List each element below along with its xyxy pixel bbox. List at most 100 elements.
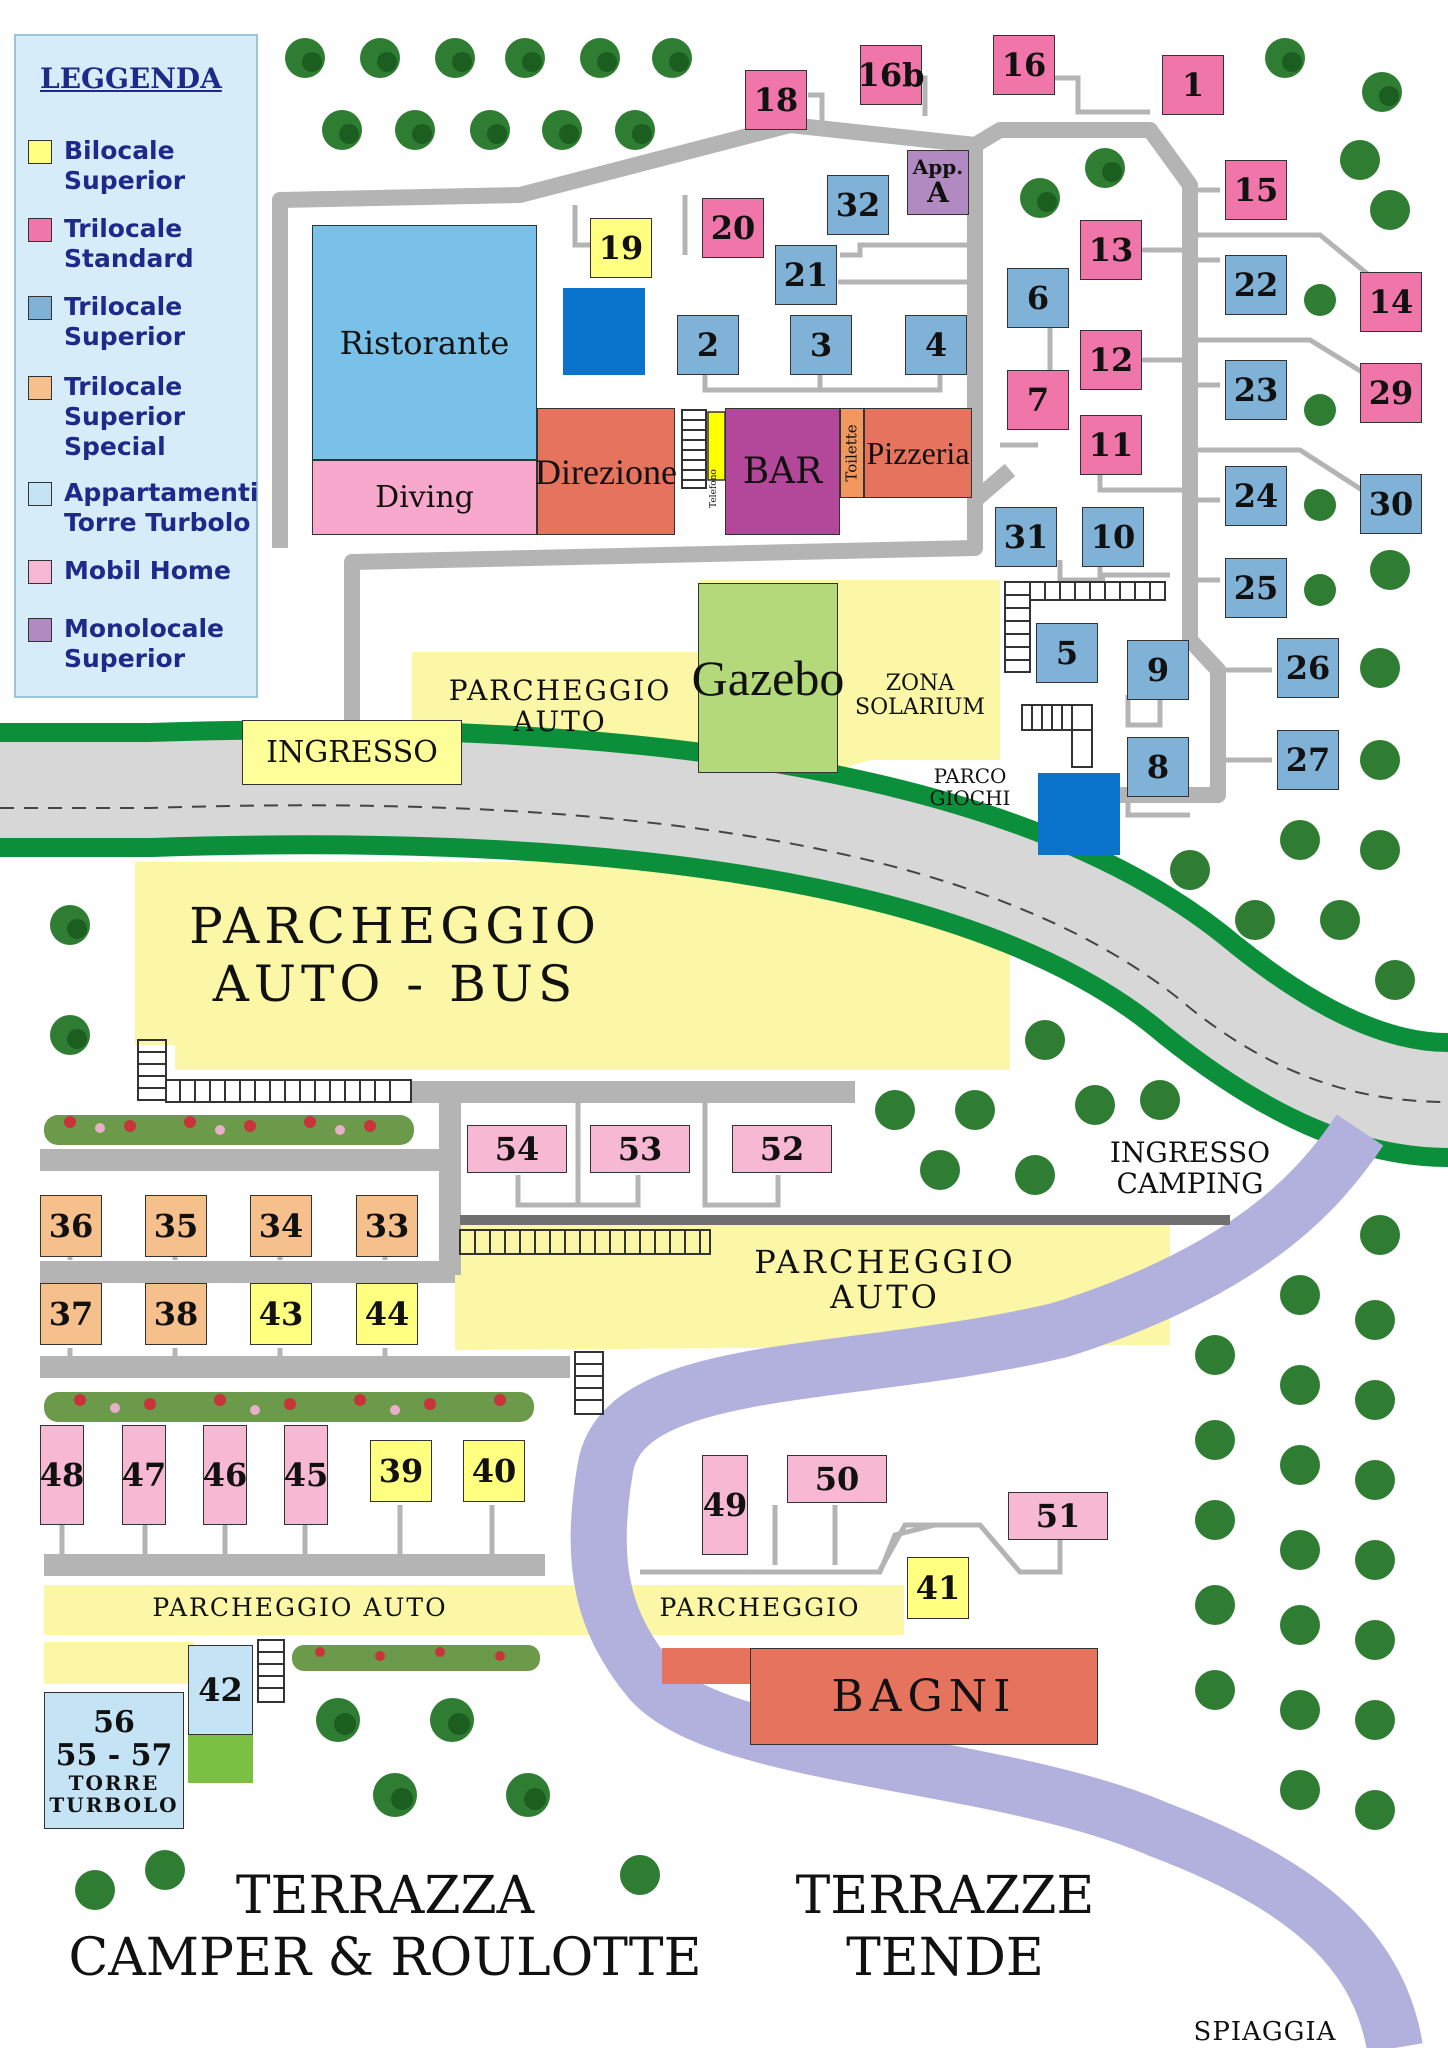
green-patch xyxy=(188,1735,253,1783)
unit-35[interactable]: 35 xyxy=(145,1195,207,1257)
unit-43[interactable]: 43 xyxy=(250,1283,312,1345)
legend-item-trilocale-superior: Trilocale Superior xyxy=(28,292,254,352)
app-a-unit[interactable]: App.A xyxy=(907,150,969,215)
bar-building[interactable]: BAR xyxy=(725,408,840,535)
direzione-building[interactable]: Direzione xyxy=(535,408,677,535)
unit-37-label: 37 xyxy=(48,1295,94,1333)
unit-26-label: 26 xyxy=(1285,649,1331,687)
legend-label: Monolocale Superior xyxy=(64,614,224,673)
unit-11-label: 11 xyxy=(1088,426,1134,464)
unit-34[interactable]: 34 xyxy=(250,1195,312,1257)
unit-34-label: 34 xyxy=(258,1207,304,1245)
unit-14[interactable]: 14 xyxy=(1360,272,1422,332)
unit-23[interactable]: 23 xyxy=(1225,360,1287,420)
unit-36[interactable]: 36 xyxy=(40,1195,102,1257)
trees xyxy=(50,38,1415,1910)
unit-9[interactable]: 9 xyxy=(1127,640,1189,700)
unit-6-label: 6 xyxy=(1026,279,1050,317)
unit-9-label: 9 xyxy=(1146,651,1170,689)
unit-18[interactable]: 18 xyxy=(745,70,807,130)
unit-25[interactable]: 25 xyxy=(1225,558,1287,618)
unit-6[interactable]: 6 xyxy=(1007,268,1069,328)
ingresso-sign[interactable]: INGRESSO xyxy=(242,720,462,785)
unit-29[interactable]: 29 xyxy=(1360,363,1422,423)
unit-42[interactable]: 42 xyxy=(188,1645,253,1735)
unit-24[interactable]: 24 xyxy=(1225,466,1287,526)
unit-51[interactable]: 51 xyxy=(1008,1492,1108,1540)
ingresso-camping-line1: INGRESSO xyxy=(1109,1136,1271,1169)
unit-19[interactable]: 19 xyxy=(590,218,652,278)
pizzeria-building[interactable]: Pizzeria xyxy=(864,408,972,498)
unit-12[interactable]: 12 xyxy=(1080,330,1142,390)
diving-building[interactable]: Diving xyxy=(312,460,537,535)
unit-16b[interactable]: 16b xyxy=(858,45,924,105)
legend-item-monolocale-superior: Monolocale Superior xyxy=(28,614,254,674)
unit-2[interactable]: 2 xyxy=(677,315,739,375)
unit-50[interactable]: 50 xyxy=(787,1455,887,1503)
terrazza-line1: TERRAZZA xyxy=(235,1866,535,1926)
unit-24-label: 24 xyxy=(1233,477,1279,515)
unit-53[interactable]: 53 xyxy=(590,1125,690,1173)
unit-51-label: 51 xyxy=(1035,1497,1081,1535)
unit-38[interactable]: 38 xyxy=(145,1283,207,1345)
parcheggio-auto-top-line1: PARCHEGGIO xyxy=(448,674,672,707)
unit-3[interactable]: 3 xyxy=(790,315,852,375)
unit-10[interactable]: 10 xyxy=(1082,507,1144,567)
ingresso-camping-line2: CAMPING xyxy=(1116,1166,1264,1200)
unit-32[interactable]: 32 xyxy=(827,175,889,235)
unit-48[interactable]: 48 xyxy=(40,1425,84,1525)
torre-name1: TORRE xyxy=(68,1770,160,1795)
unit-27[interactable]: 27 xyxy=(1277,730,1339,790)
unit-8[interactable]: 8 xyxy=(1127,737,1189,797)
unit-49[interactable]: 49 xyxy=(702,1455,748,1555)
unit-4[interactable]: 4 xyxy=(905,315,967,375)
ristorante-building[interactable]: Ristorante xyxy=(312,225,537,460)
unit-8-label: 8 xyxy=(1146,748,1170,786)
unit-54-label: 54 xyxy=(494,1130,540,1168)
bar-label: BAR xyxy=(742,451,823,492)
unit-16[interactable]: 16 xyxy=(993,35,1055,95)
unit-7[interactable]: 7 xyxy=(1007,370,1069,430)
gazebo[interactable]: Gazebo xyxy=(692,583,844,773)
toilette-building[interactable]: Toilette xyxy=(840,408,864,498)
unit-12-label: 12 xyxy=(1088,341,1134,379)
unit-15[interactable]: 15 xyxy=(1225,160,1287,220)
unit-23-label: 23 xyxy=(1233,371,1279,409)
unit-20[interactable]: 20 xyxy=(702,198,764,258)
unit-1[interactable]: 1 xyxy=(1162,55,1224,115)
unit-21[interactable]: 21 xyxy=(775,245,837,305)
bagni-building[interactable]: BAGNI xyxy=(750,1648,1098,1745)
app-a-line2: A xyxy=(927,176,949,210)
unit-4-label: 4 xyxy=(924,326,948,364)
road-centerline xyxy=(0,804,1448,1103)
legend-panel: LEGGENDA Bilocale Superior Trilocale Sta… xyxy=(14,34,258,698)
unit-31[interactable]: 31 xyxy=(995,507,1057,567)
unit-39[interactable]: 39 xyxy=(370,1440,432,1502)
unit-2-label: 2 xyxy=(696,326,720,364)
unit-45[interactable]: 45 xyxy=(284,1425,328,1525)
parking-area-low-left xyxy=(44,1642,194,1684)
gazebo-label: Gazebo xyxy=(691,650,845,706)
unit-41[interactable]: 41 xyxy=(907,1557,969,1619)
unit-38-label: 38 xyxy=(153,1295,199,1333)
unit-54[interactable]: 54 xyxy=(467,1125,567,1173)
pool-parco xyxy=(1038,773,1120,855)
unit-44[interactable]: 44 xyxy=(356,1283,418,1345)
legend-swatch xyxy=(28,140,52,164)
unit-5[interactable]: 5 xyxy=(1036,623,1098,683)
unit-40[interactable]: 40 xyxy=(463,1440,525,1502)
parco-giochi-line1: PARCO xyxy=(933,764,1007,788)
unit-46-label: 46 xyxy=(202,1456,248,1494)
unit-47[interactable]: 47 xyxy=(122,1425,166,1525)
unit-37[interactable]: 37 xyxy=(40,1283,102,1345)
unit-26[interactable]: 26 xyxy=(1277,638,1339,698)
unit-22[interactable]: 22 xyxy=(1225,255,1287,315)
unit-11[interactable]: 11 xyxy=(1080,415,1142,475)
unit-46[interactable]: 46 xyxy=(203,1425,247,1525)
unit-13[interactable]: 13 xyxy=(1080,220,1142,280)
unit-33[interactable]: 33 xyxy=(356,1195,418,1257)
unit-30[interactable]: 30 xyxy=(1360,474,1422,534)
unit-52[interactable]: 52 xyxy=(732,1125,832,1173)
